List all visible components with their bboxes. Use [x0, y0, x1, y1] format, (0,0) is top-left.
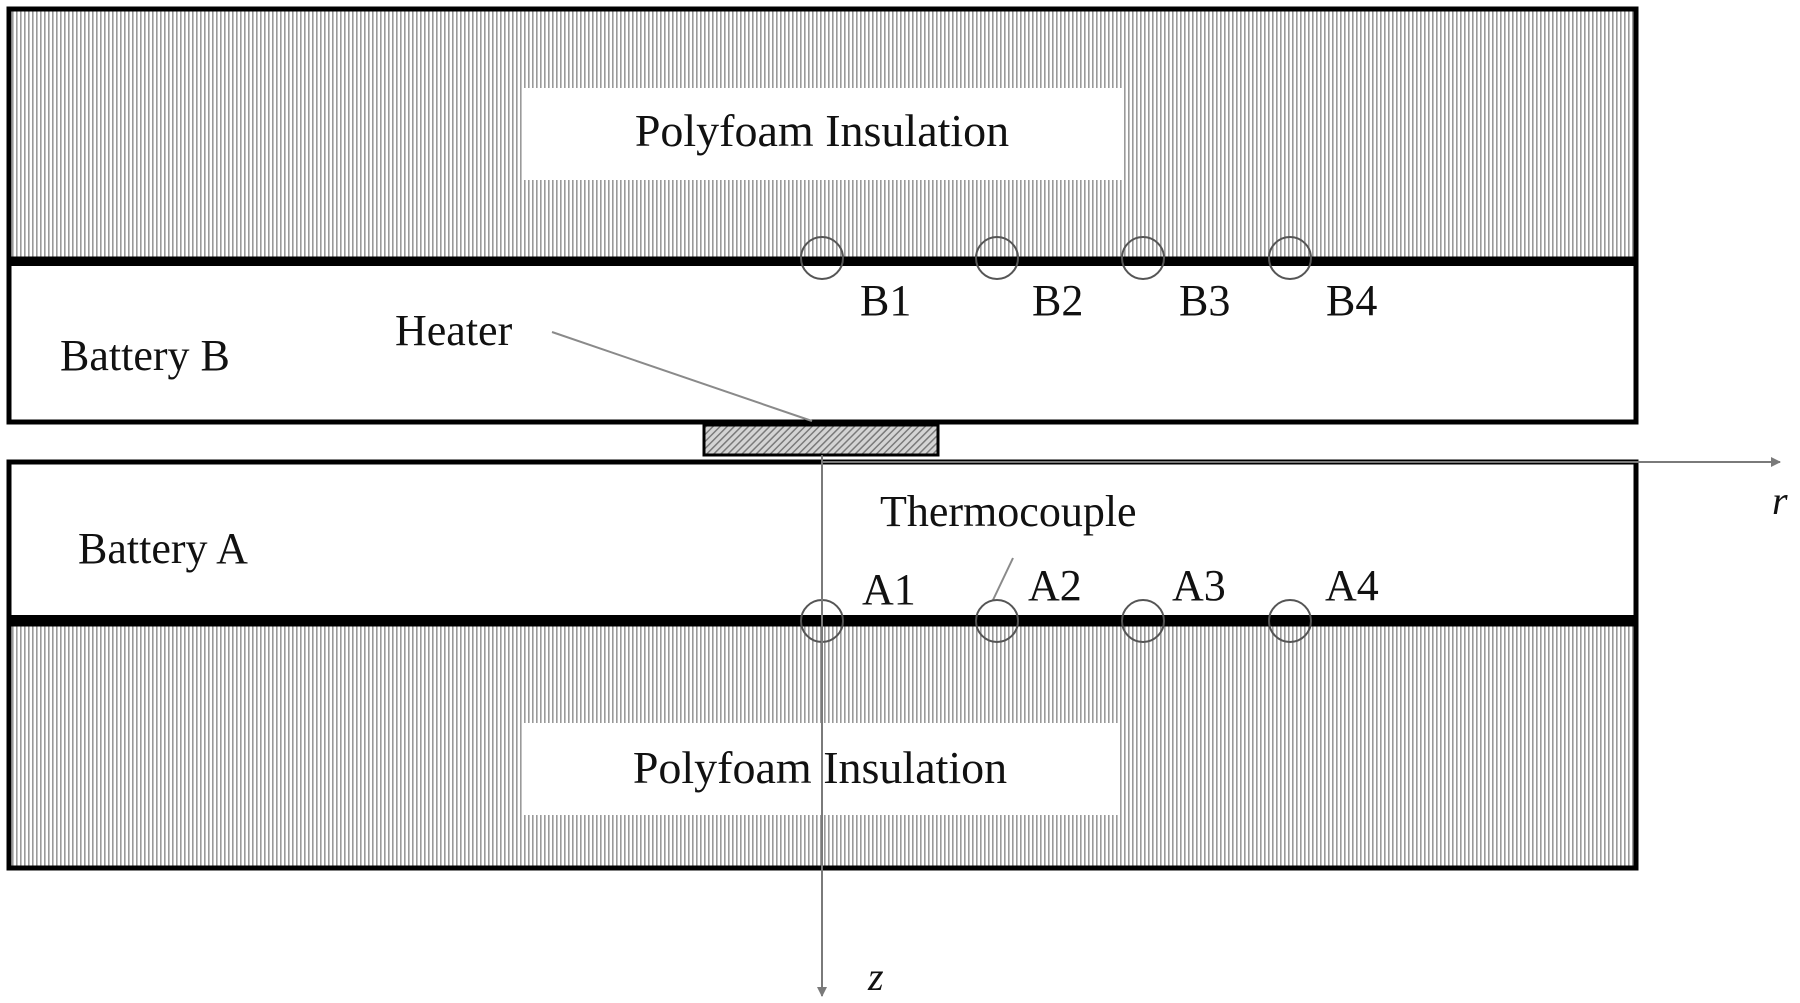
thermocouple-a4-marker [1268, 599, 1312, 643]
thermocouple-b4-marker [1268, 236, 1312, 280]
thermocouple-b3-marker [1121, 236, 1165, 280]
thermocouple-a2-marker [975, 599, 1019, 643]
thermocouple-a3-marker [1121, 599, 1165, 643]
thermocouple-b1-marker [800, 236, 844, 280]
thermocouple-label: Thermocouple [880, 487, 1137, 536]
z-axis: z [817, 455, 884, 999]
thermocouple-leader-line [992, 557, 1014, 601]
thermocouple-b2-marker [975, 236, 1019, 280]
top-insulation-label-box [524, 88, 1122, 180]
z-axis-label: z [867, 954, 884, 999]
heater-label: Heater [395, 306, 513, 355]
thermocouple-b2-label: B2 [1032, 276, 1083, 325]
thermocouple-b3-label: B3 [1179, 276, 1230, 325]
thermocouples-a: A1 A2 A3 A4 [800, 561, 1379, 643]
top-insulation-layer: Polyfoam Insulation [6, 6, 1639, 262]
battery-b-layer: Battery B [6, 258, 1639, 425]
battery-b-label: Battery B [60, 331, 230, 380]
thermocouple-a1-label: A1 [862, 565, 916, 614]
thermocouple-a2-label: A2 [1028, 561, 1082, 610]
r-axis-label: r [1772, 478, 1788, 523]
battery-a-label: Battery A [78, 524, 248, 573]
thermocouples-b: B1 B2 B3 B4 [800, 236, 1377, 325]
heater-callout: Heater [395, 306, 813, 422]
bottom-insulation-label: Polyfoam Insulation [633, 742, 1007, 793]
thermocouple-callout: Thermocouple [880, 487, 1137, 601]
heater [702, 423, 940, 457]
heater-leader-line [551, 331, 813, 422]
r-axis: r [822, 457, 1788, 523]
top-insulation-label: Polyfoam Insulation [635, 105, 1009, 156]
thermocouple-b1-label: B1 [860, 276, 911, 325]
thermocouple-a4-label: A4 [1325, 561, 1379, 610]
thermocouple-b4-label: B4 [1326, 276, 1377, 325]
thermocouple-a3-label: A3 [1172, 561, 1226, 610]
